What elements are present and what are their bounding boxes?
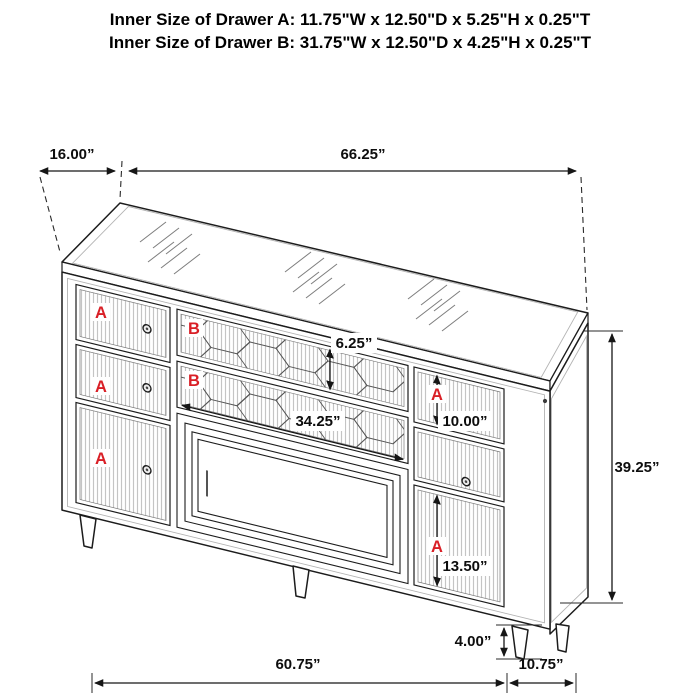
dim-overall-height: 39.25”	[560, 330, 660, 604]
title-line-drawer-a: Inner Size of Drawer A: 11.75"W x 12.50"…	[109, 10, 591, 29]
leg-back-right	[555, 623, 570, 653]
dim-leg-height: 4.00”	[455, 624, 542, 660]
drawer-b-width-label: 34.25”	[295, 413, 340, 430]
b-drawer-top	[176, 308, 409, 413]
dim-base-depth: 10.75”	[509, 656, 577, 693]
dim-drawer-b-height-label: 6.25”	[331, 333, 377, 353]
dim-top-depth: 16.00”	[39, 146, 123, 253]
drawer-b-width-arrow	[181, 403, 404, 462]
drawer-b-label-top: B	[188, 320, 200, 338]
leg-front-left	[79, 514, 97, 549]
right-bottom-drawer-height-label: 13.50”	[442, 558, 487, 575]
dim-right-bottom-drawer-label: 13.50”	[438, 556, 492, 576]
drawer-knobs	[142, 324, 471, 487]
dim-base-width: 60.75”	[91, 656, 508, 693]
right-drawer-middle	[413, 426, 505, 503]
dresser-top-surface	[61, 202, 589, 392]
inner-size-titles: Inner Size of Drawer A: 11.75"W x 12.50"…	[0, 8, 700, 54]
leg-front-right	[511, 625, 529, 660]
leg-center	[292, 565, 310, 599]
drawer-a-label-left-bottom: A	[95, 450, 107, 468]
right-drawer-bottom	[413, 484, 505, 608]
drawer-b-height-label: 6.25”	[336, 335, 373, 352]
base-width-label: 60.75”	[275, 656, 320, 673]
dim-drawer-b-width-label: 34.25”	[291, 411, 345, 431]
left-drawer-bottom	[75, 401, 171, 527]
dim-top-width: 66.25”	[128, 146, 588, 311]
title-line-drawer-b: Inner Size of Drawer B: 31.75"W x 12.50"…	[108, 33, 591, 52]
dresser-legs	[79, 514, 570, 660]
drawer-b-label-bottom: B	[188, 372, 200, 390]
top-depth-label: 16.00”	[49, 146, 94, 163]
drawer-a-label-right-top: A	[431, 386, 443, 404]
drawer-a-label-right-bottom: A	[431, 538, 443, 556]
drawer-letter-labels: A A A B B A A	[92, 303, 446, 556]
top-width-label: 66.25”	[340, 146, 385, 163]
base-depth-label: 10.75”	[518, 656, 563, 673]
right-top-drawer-height-label: 10.00”	[442, 413, 487, 430]
drawer-a-label-left-top: A	[95, 304, 107, 322]
overall-height-label: 39.25”	[614, 459, 659, 476]
left-drawer-middle	[75, 343, 171, 422]
leg-height-label: 4.00”	[455, 633, 492, 650]
drawer-a-label-left-middle: A	[95, 378, 107, 396]
dim-right-top-drawer-label: 10.00”	[438, 411, 492, 431]
side-detail-dot	[542, 398, 548, 404]
